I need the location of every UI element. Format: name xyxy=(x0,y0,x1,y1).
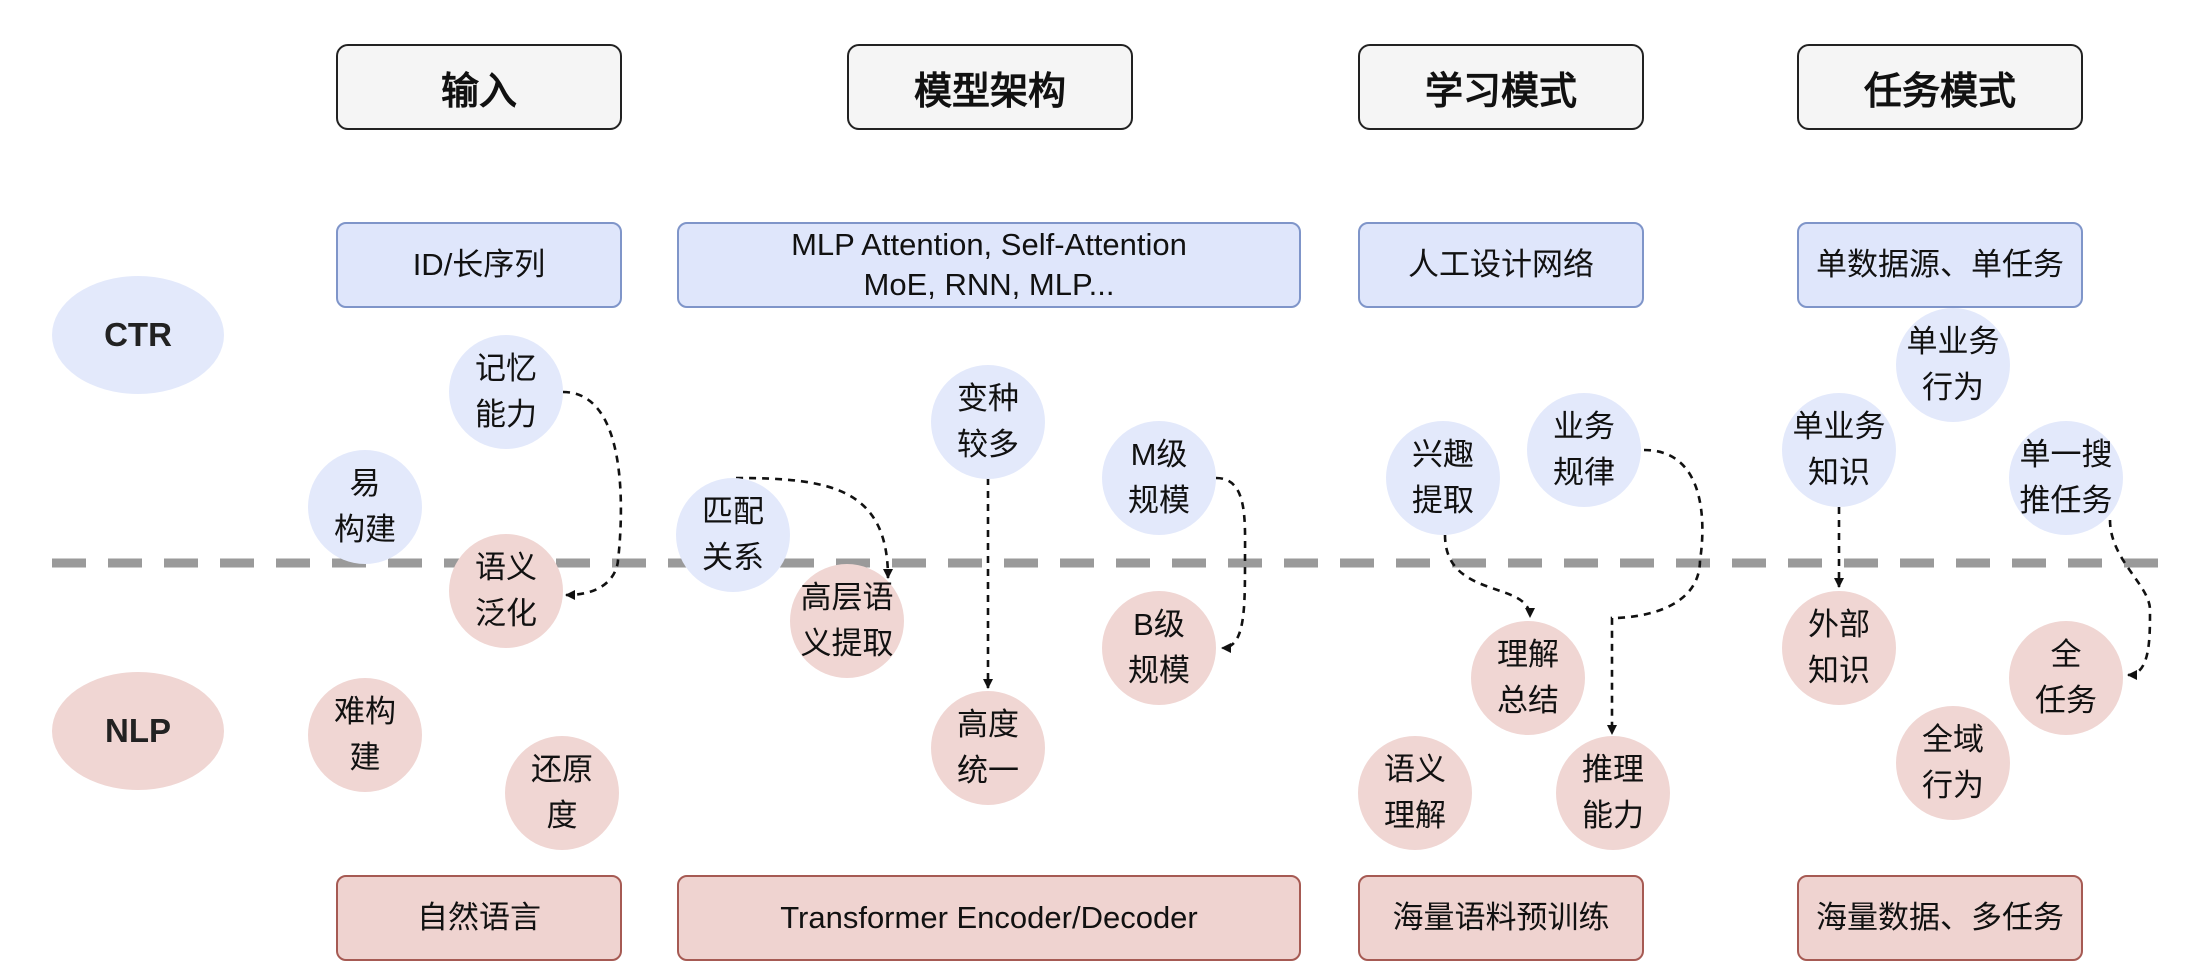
bubble-matching-relation: 匹配 关系 xyxy=(676,478,790,592)
arrow-rules-to-reasoning xyxy=(1607,448,1704,735)
arrow-m-scale-to-b-scale xyxy=(1215,476,1247,653)
row-label-ctr: CTR xyxy=(52,276,224,394)
bubble-restoration-degree: 还原 度 xyxy=(505,736,619,850)
nlp-box-model: Transformer Encoder/Decoder xyxy=(677,875,1301,961)
header-input: 输入 xyxy=(336,44,622,130)
bubble-reasoning-ability: 推理 能力 xyxy=(1556,736,1670,850)
bubble-memory-ability: 记忆 能力 xyxy=(449,335,563,449)
bubble-external-knowledge: 外部 知识 xyxy=(1782,591,1896,705)
bubble-single-business-behavior: 单业务 行为 xyxy=(1896,308,2010,422)
bubble-semantic-understanding: 语义 理解 xyxy=(1358,736,1472,850)
bubble-m-scale: M级 规模 xyxy=(1102,421,1216,535)
bubble-b-scale: B级 规模 xyxy=(1102,591,1216,705)
bubble-hard-to-build: 难构 建 xyxy=(308,678,422,792)
header-model-architecture: 模型架构 xyxy=(847,44,1133,130)
nlp-box-learning: 海量语料预训练 xyxy=(1358,875,1644,961)
arrow-memory-to-generalization xyxy=(562,390,623,600)
arrow-interest-to-summary xyxy=(1443,534,1535,618)
bubble-understanding-summary: 理解 总结 xyxy=(1471,621,1585,735)
bubble-interest-extraction: 兴趣 提取 xyxy=(1386,421,1500,535)
bubble-business-rules: 业务 规律 xyxy=(1527,393,1641,507)
bubble-many-variants: 变种 较多 xyxy=(931,365,1045,479)
bubble-global-behavior: 全域 行为 xyxy=(1896,706,2010,820)
bubble-single-search-rec-task: 单一搜 推任务 xyxy=(2009,421,2123,535)
bubble-single-business-knowledge: 单业务 知识 xyxy=(1782,393,1896,507)
ctr-box-task: 单数据源、单任务 xyxy=(1797,222,2083,308)
nlp-box-input: 自然语言 xyxy=(336,875,622,961)
bubble-semantic-generalization: 语义 泛化 xyxy=(449,534,563,648)
row-label-nlp: NLP xyxy=(52,672,224,790)
ctr-box-model: MLP Attention, Self-Attention MoE, RNN, … xyxy=(677,222,1301,308)
nlp-box-task: 海量数据、多任务 xyxy=(1797,875,2083,961)
bubble-all-tasks: 全 任务 xyxy=(2009,621,2123,735)
header-learning-mode: 学习模式 xyxy=(1358,44,1644,130)
ctr-box-learning: 人工设计网络 xyxy=(1358,222,1644,308)
bubble-easy-to-build: 易 构建 xyxy=(308,450,422,564)
bubble-high-level-semantics: 高层语 义提取 xyxy=(790,564,904,678)
header-task-mode: 任务模式 xyxy=(1797,44,2083,130)
arrow-single-task-to-all-task xyxy=(2108,519,2152,680)
bubble-highly-unified: 高度 统一 xyxy=(931,691,1045,805)
ctr-box-input: ID/长序列 xyxy=(336,222,622,308)
